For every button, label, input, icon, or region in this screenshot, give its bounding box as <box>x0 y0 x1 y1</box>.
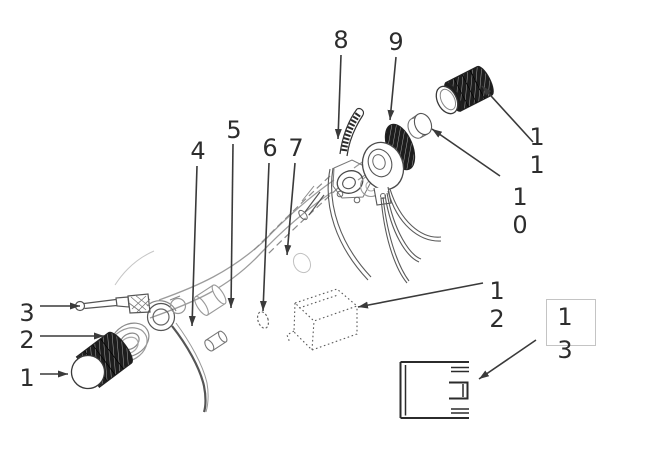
brake-cables <box>327 167 372 281</box>
leader-7 <box>284 162 296 256</box>
leader-13 <box>478 339 537 380</box>
part-label-1: 1 <box>19 364 35 392</box>
wiring-connector-solid <box>399 361 469 419</box>
switch-wires <box>380 188 442 284</box>
part-label-9: 9 <box>388 28 404 56</box>
part-label-5: 5 <box>226 116 242 144</box>
throttle-cable <box>171 322 209 413</box>
leader-8 <box>334 54 342 140</box>
wiring-connector-dotted <box>286 288 359 352</box>
leader-5 <box>227 143 235 309</box>
brake-lever-assembly <box>74 293 187 332</box>
part-label-11: 11 <box>529 123 545 179</box>
part-label-12: 12 <box>489 277 505 333</box>
part-label-13: 13 <box>557 303 573 364</box>
leader-12 <box>357 282 484 309</box>
lever-bracket <box>298 107 383 221</box>
throttle-collar <box>407 112 433 139</box>
leader-4 <box>188 165 198 327</box>
leader-10 <box>431 128 501 177</box>
leader-9 <box>387 56 397 121</box>
right-grip <box>435 65 494 115</box>
left-grip <box>70 331 133 390</box>
part-label-10: 10 <box>512 183 528 239</box>
cable-end-dashed <box>256 311 270 329</box>
part-label-3: 3 <box>19 299 35 327</box>
leader-arrows <box>40 54 537 380</box>
switch-housing <box>361 123 416 206</box>
part-label-8: 8 <box>333 26 349 54</box>
leader-11 <box>481 85 534 143</box>
handlebar-stub <box>194 284 227 316</box>
leader-6 <box>259 162 270 312</box>
part-label-7: 7 <box>288 134 304 162</box>
part-label-2: 2 <box>19 326 35 354</box>
part-label-6: 6 <box>262 134 278 162</box>
callout-13-box <box>546 299 596 346</box>
part-label-4: 4 <box>190 137 206 165</box>
cable-end-barrel <box>204 330 228 352</box>
